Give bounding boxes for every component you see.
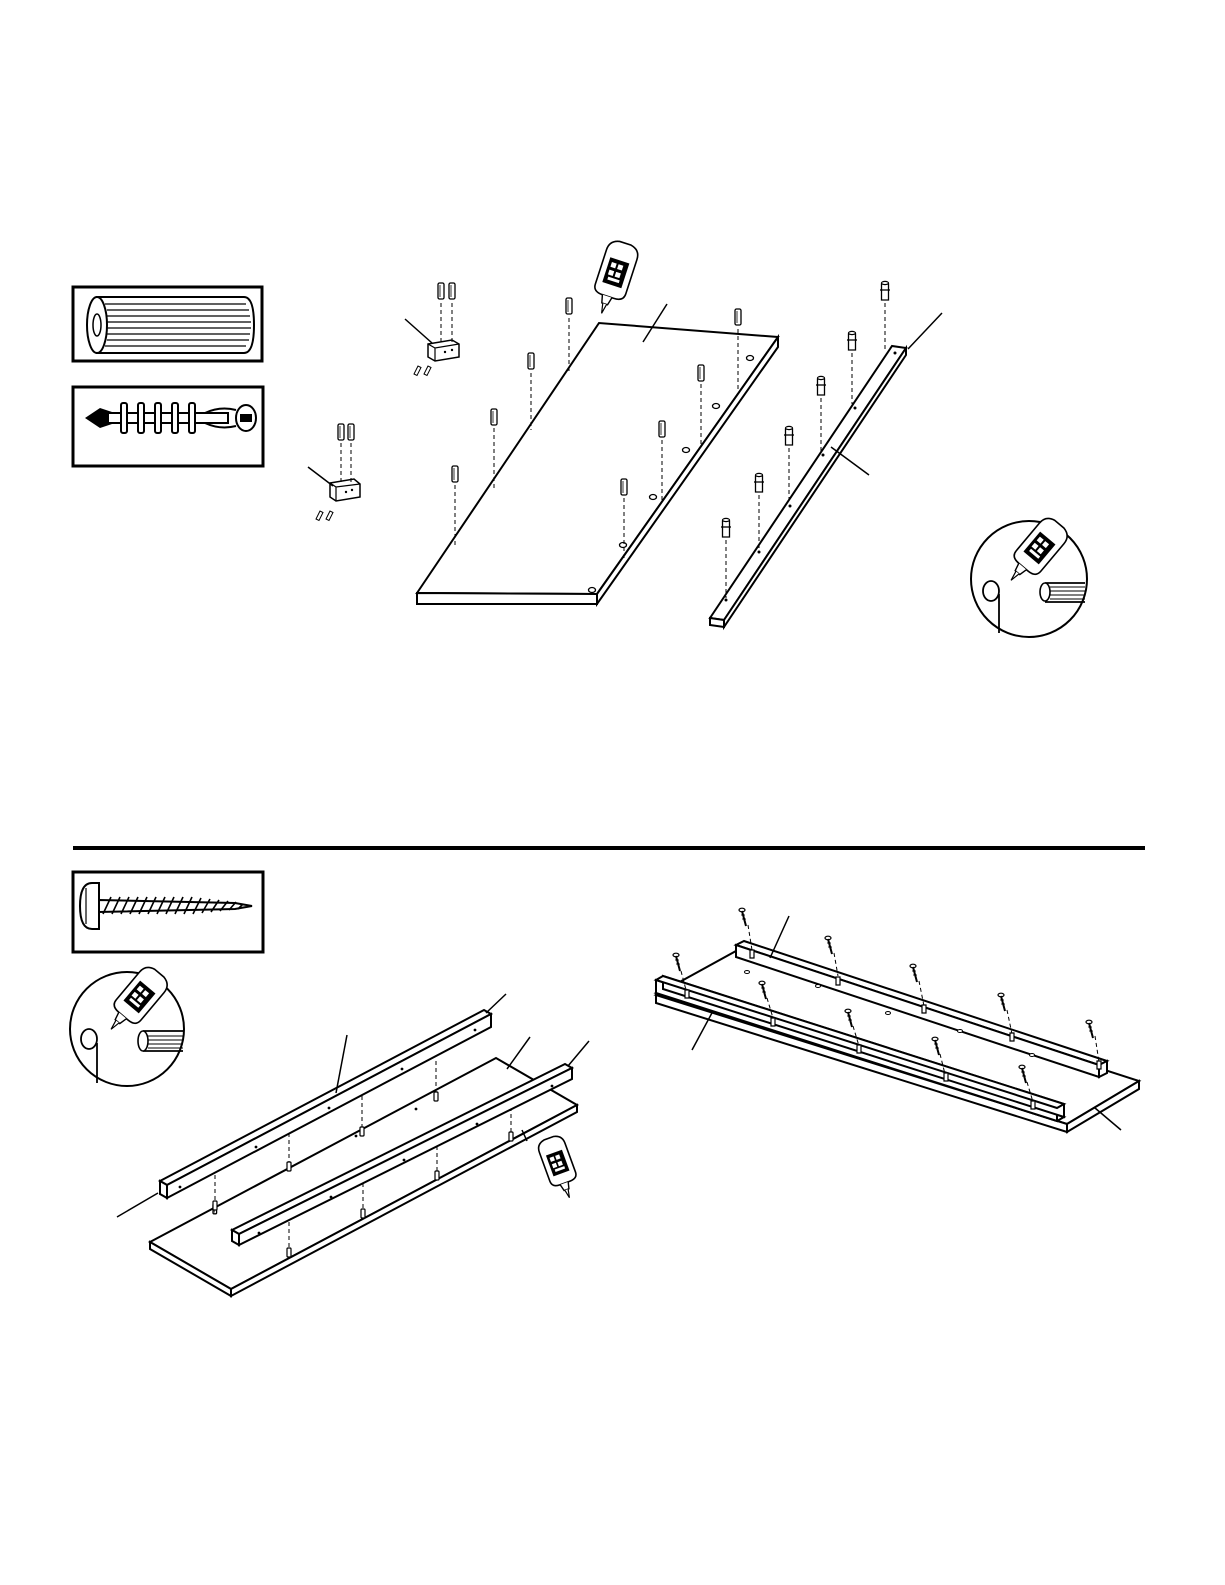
base-assembly-fastened	[656, 908, 1139, 1132]
corner-block-upper	[405, 283, 459, 376]
rail-cam-dowels	[721, 281, 890, 598]
glue-bottle	[587, 238, 640, 318]
top-panel-board	[417, 304, 778, 604]
hardware-box-wood-dowel	[73, 287, 262, 361]
glue-dowel-hole-detail-bottom	[70, 963, 184, 1086]
hardware-box-wood-screw	[73, 872, 263, 952]
glue-dowel-hole-detail	[971, 514, 1087, 637]
base-assembly-exploded	[117, 994, 589, 1296]
hardware-box-cam-bolt	[73, 387, 263, 466]
wood-dowel-icon	[87, 297, 254, 353]
corner-block-lower	[308, 424, 360, 521]
glue-bottle-small	[536, 1134, 583, 1202]
